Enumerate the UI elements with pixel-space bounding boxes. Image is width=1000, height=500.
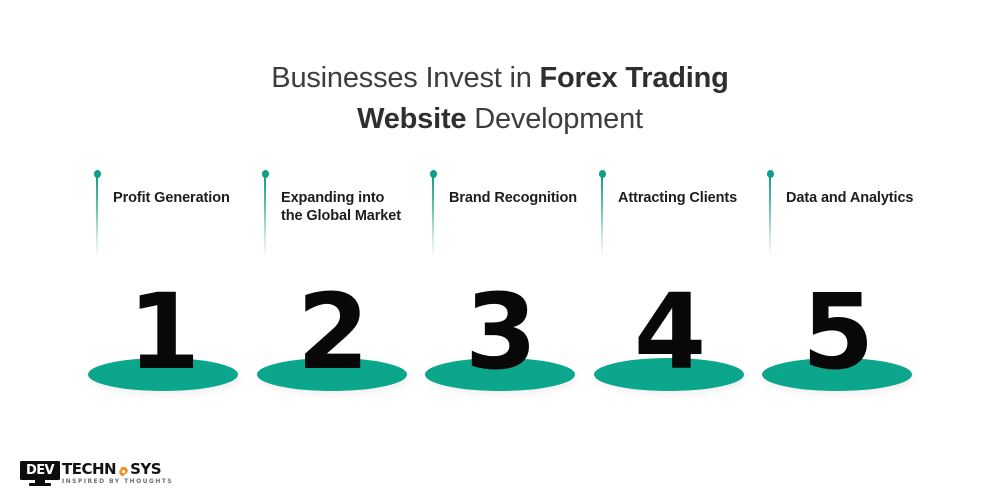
logo-badge-text: DEV: [26, 462, 55, 478]
marker-dot-icon: [766, 170, 774, 178]
ellipse-platform: [594, 358, 744, 391]
marker-line: [601, 175, 603, 257]
title-line-1-regular: Businesses Invest in: [271, 62, 540, 94]
step-number-1: 1: [127, 271, 200, 393]
logo-word-part1: TECHN: [62, 460, 117, 478]
title-line-2-regular: Development: [466, 103, 643, 135]
title-line-2-bold: Website: [357, 103, 467, 135]
logo-wordmark: TECHN SYS INSPIRED BY THOUGHTS: [62, 461, 173, 486]
gear-icon: [118, 465, 129, 476]
step-label-5: Data and Analytics: [786, 190, 914, 206]
marker-dot-icon: [429, 170, 437, 178]
step-number-group-5: 5: [752, 280, 922, 400]
marker-dot-icon: [598, 170, 606, 178]
logo-word-part2: SYS: [130, 460, 162, 478]
page-title: Businesses Invest in Forex Trading Websi…: [0, 58, 1000, 140]
logo-monitor-icon: DEV: [20, 461, 60, 487]
marker-line: [769, 175, 771, 257]
step-number-group-2: 2: [247, 280, 417, 400]
step-label-1: Profit Generation: [113, 190, 230, 206]
ellipse-platform: [257, 358, 407, 391]
marker-dot-icon: [93, 170, 101, 178]
step-number-2: 2: [296, 271, 369, 393]
devtechnosys-logo[interactable]: DEV TECHN SYS INSPIRED BY THOUGHTS: [20, 461, 173, 487]
step-number-4: 4: [633, 271, 706, 393]
step-number-3: 3: [464, 271, 537, 393]
step-number-group-3: 3: [415, 280, 585, 400]
marker-line: [264, 175, 266, 257]
logo-monitor-screen: [20, 461, 60, 480]
step-label-3: Brand Recognition: [449, 190, 577, 206]
step-label-4: Attracting Clients: [618, 190, 738, 206]
title-line-1: Businesses Invest in Forex Trading: [0, 58, 1000, 99]
marker-dot-icon: [261, 170, 269, 178]
marker-line: [96, 175, 98, 257]
title-line-1-bold: Forex Trading: [539, 62, 729, 94]
logo-tagline: INSPIRED BY THOUGHTS: [62, 478, 174, 485]
step-number-group-1: 1: [78, 280, 248, 400]
logo-monitor-base: [29, 483, 51, 486]
marker-line: [432, 175, 434, 257]
step-number-5: 5: [801, 271, 874, 393]
logo-word-row: TECHN SYS: [62, 462, 173, 477]
step-label-2: Expanding into the Global Market: [281, 190, 401, 224]
logo-monitor-stand: [35, 480, 45, 483]
step-number-group-4: 4: [584, 280, 754, 400]
title-line-2: Website Development: [0, 99, 1000, 140]
ellipse-platform: [425, 358, 575, 391]
ellipse-platform: [88, 358, 238, 391]
ellipse-platform: [762, 358, 912, 391]
